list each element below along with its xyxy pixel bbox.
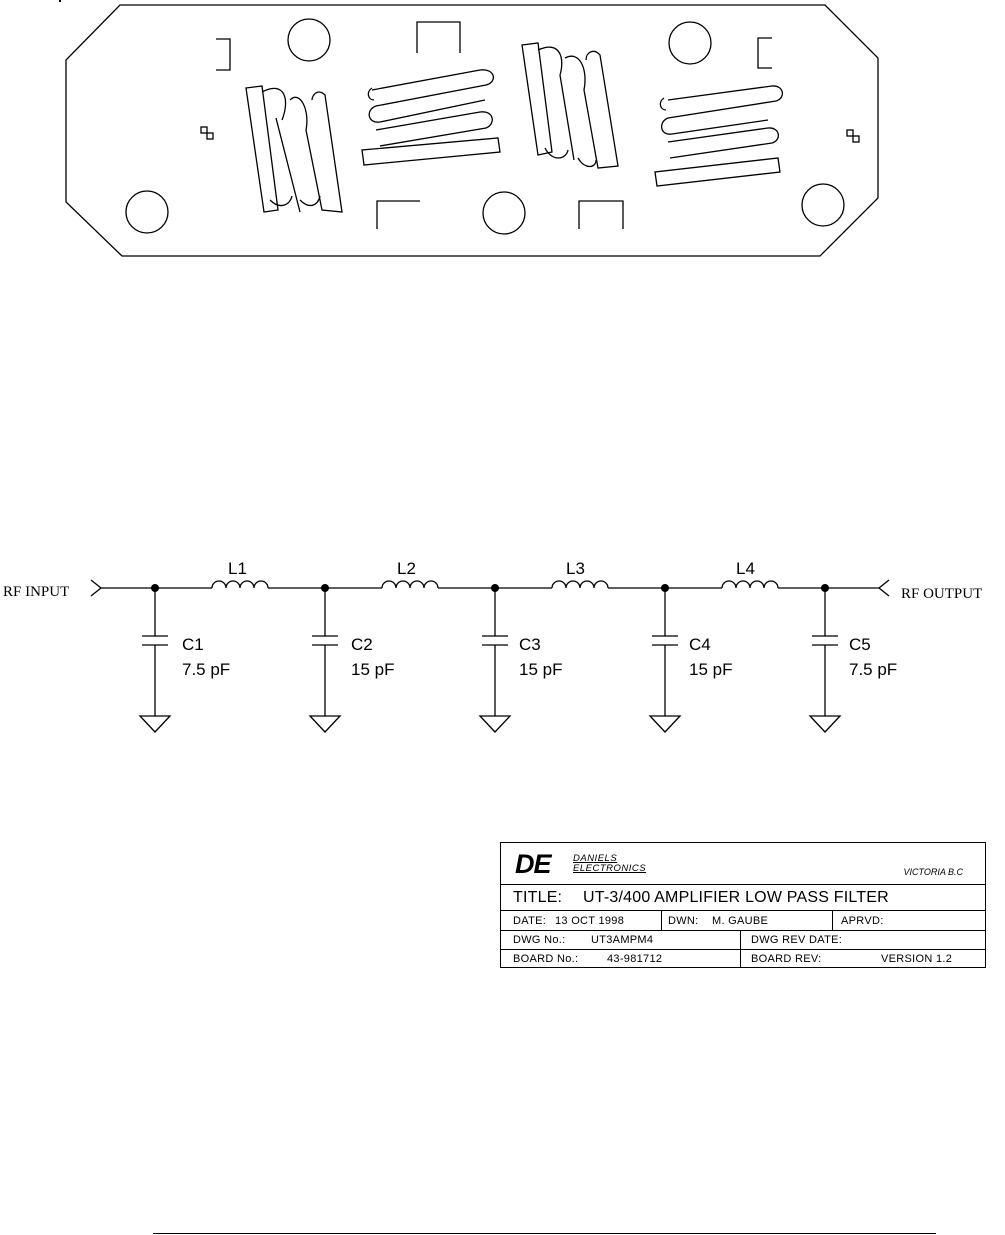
company-logo: DE	[515, 849, 551, 880]
board-no-label: BOARD No.:	[513, 953, 578, 965]
company-name-line2: ELECTRONICS	[573, 864, 646, 874]
dwn-cell: DWN: M. GAUBE	[661, 911, 662, 931]
inductor-l4-label: L4	[736, 559, 755, 578]
capacitor-c5-symbol	[812, 588, 838, 716]
dwg-no-value: UT3AMPM4	[591, 934, 653, 946]
dwg-rev-date-label: DWG REV DATE:	[751, 934, 842, 946]
capacitor-c3-symbol	[482, 588, 508, 716]
inductor-l1-symbol	[212, 581, 268, 588]
inductor-l2-symbol	[382, 581, 438, 588]
board-no-value: 43-981712	[607, 953, 662, 965]
title-label: TITLE:	[513, 889, 562, 907]
date-label: DATE:	[513, 915, 546, 927]
dwg-rev-date-cell: DWG REV DATE:	[740, 931, 741, 950]
inductor-l3-symbol	[552, 581, 608, 588]
inductor-l3-label: L3	[566, 559, 585, 578]
date-row: DATE: 13 OCT 1998 DWN: M. GAUBE APRVD:	[501, 910, 985, 931]
lowpass-filter-schematic: RF INPUT RF OUTPUT L1 L2 L3 L4 C1 7.5 pF…	[0, 0, 1005, 760]
capacitor-c5-ref: C5	[849, 635, 871, 654]
ground-symbol	[310, 716, 340, 732]
company-location: VICTORIA B.C	[903, 867, 963, 877]
inductor-l1-label: L1	[228, 559, 247, 578]
ground-symbol	[810, 716, 840, 732]
dwn-label: DWN:	[668, 915, 699, 927]
dwg-no-label: DWG No.:	[513, 934, 566, 946]
inductor-l4-symbol	[722, 581, 778, 588]
date-value: 13 OCT 1998	[555, 915, 624, 927]
board-rev-label: BOARD REV:	[751, 953, 821, 965]
capacitor-c4-symbol	[652, 588, 678, 716]
capacitor-c3-value: 15 pF	[519, 660, 562, 679]
inductor-l2-label: L2	[397, 559, 416, 578]
capacitor-c2-value: 15 pF	[351, 660, 394, 679]
board-rev-cell: BOARD REV: VERSION 1.2	[740, 950, 741, 968]
company-name: DANIELS ELECTRONICS	[573, 854, 646, 874]
ground-symbol	[650, 716, 680, 732]
rf-input-connector	[91, 580, 101, 596]
dwn-value: M. GAUBE	[712, 915, 768, 927]
capacitor-c4-value: 15 pF	[689, 660, 732, 679]
capacitor-c3-ref: C3	[519, 635, 541, 654]
capacitor-c4-ref: C4	[689, 635, 711, 654]
title-block: DE DANIELS ELECTRONICS VICTORIA B.C TITL…	[500, 842, 986, 968]
dwg-row: DWG No.: UT3AMPM4 DWG REV DATE:	[501, 930, 985, 950]
capacitor-c1-symbol	[142, 588, 168, 716]
capacitor-c5-value: 7.5 pF	[849, 660, 897, 679]
ground-symbol	[480, 716, 510, 732]
title-row: TITLE: UT-3/400 AMPLIFIER LOW PASS FILTE…	[501, 884, 985, 911]
aprvd-label: APRVD:	[841, 915, 884, 927]
capacitor-c1-ref: C1	[182, 635, 204, 654]
bottom-rule	[153, 1233, 936, 1234]
board-rev-value: VERSION 1.2	[881, 953, 952, 965]
rf-output-connector	[879, 580, 889, 596]
capacitor-c2-ref: C2	[351, 635, 373, 654]
title-value: UT-3/400 AMPLIFIER LOW PASS FILTER	[583, 889, 889, 907]
board-row: BOARD No.: 43-981712 BOARD REV: VERSION …	[501, 949, 985, 968]
aprvd-cell: APRVD:	[832, 911, 833, 931]
rf-input-label: RF INPUT	[3, 584, 69, 600]
capacitor-c2-symbol	[312, 588, 338, 716]
rf-output-label: RF OUTPUT	[901, 586, 982, 602]
ground-symbol	[140, 716, 170, 732]
capacitor-c1-value: 7.5 pF	[182, 660, 230, 679]
